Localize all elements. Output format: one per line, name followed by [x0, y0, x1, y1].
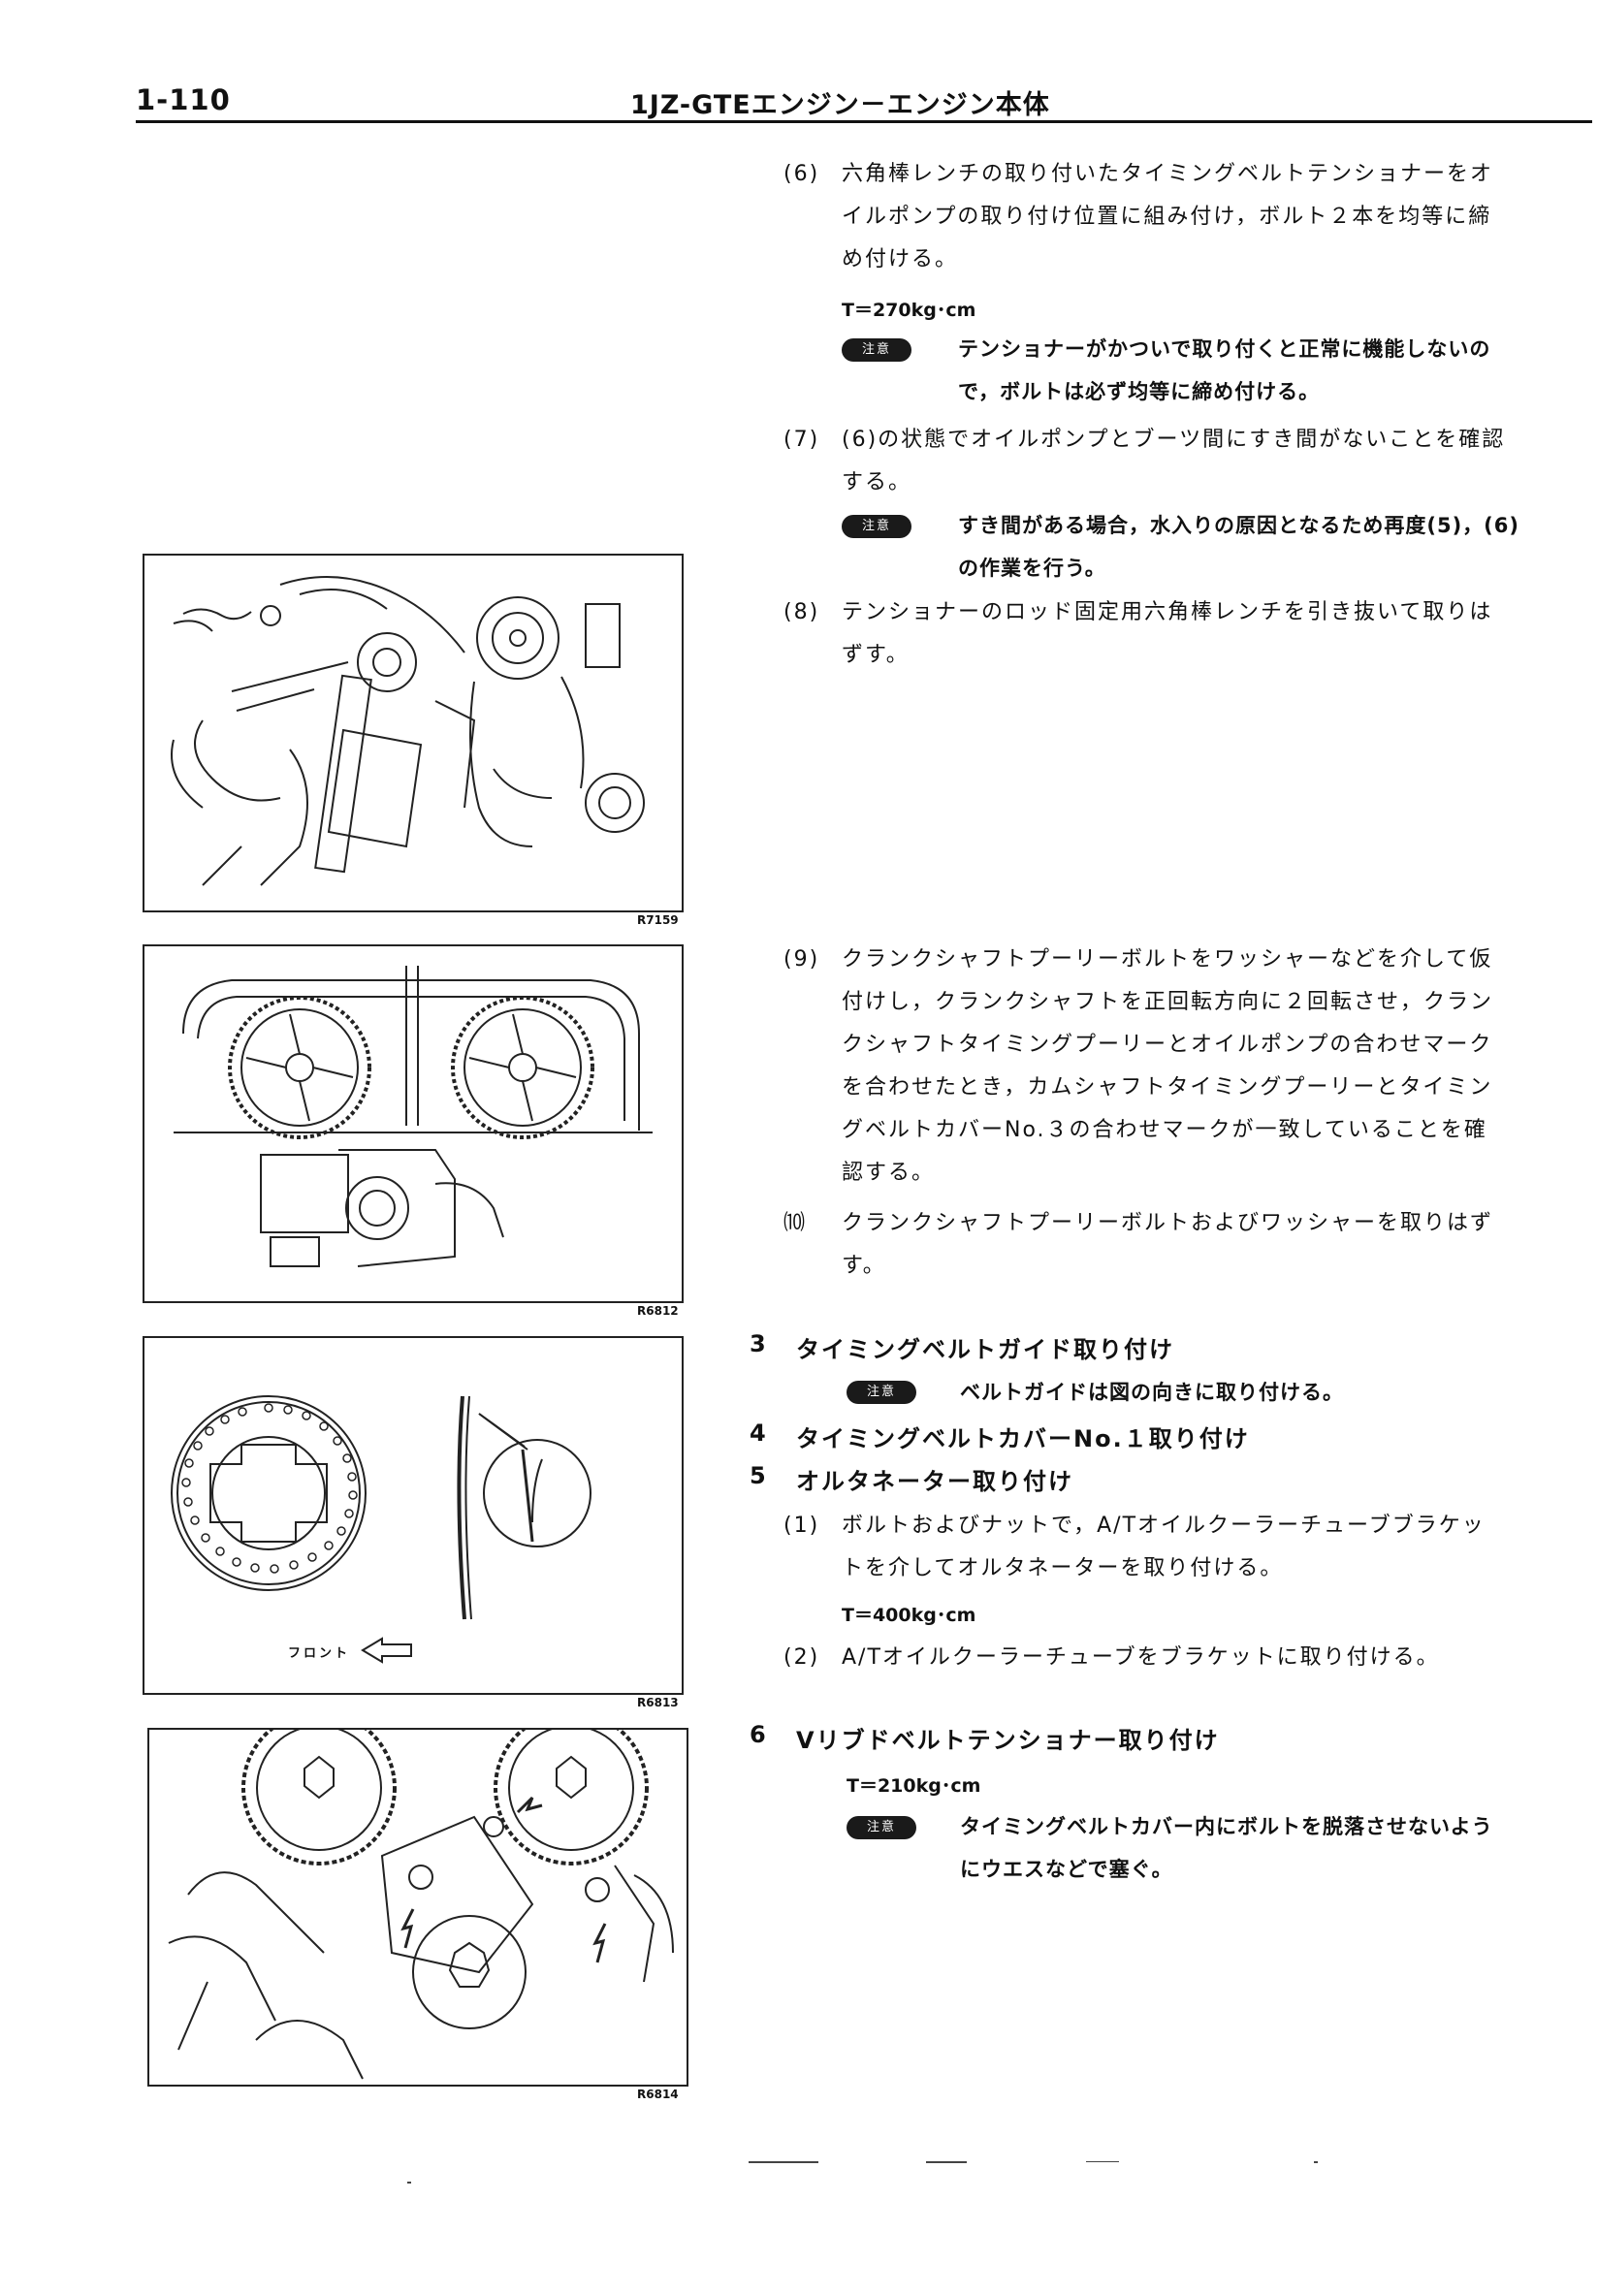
step-line: 付けし，クランクシャフトを正回転方向に２回転させ，クラン	[842, 990, 1494, 1014]
caution-badge-label: 注意	[861, 342, 891, 357]
step-number: (1)	[783, 1514, 820, 1538]
step-line: を合わせたとき，カムシャフトタイミングプーリーとタイミン	[842, 1075, 1493, 1100]
footer-mark	[1086, 2161, 1119, 2162]
step-line: トを介してオルタネーターを取り付ける。	[842, 1556, 1284, 1580]
torque-spec: T＝400kg･cm	[842, 1605, 976, 1626]
step-number: (6)	[783, 162, 820, 186]
caution-badge: 注意	[847, 1816, 916, 1839]
tensioner-install-drawing	[171, 576, 645, 886]
step-line: 六角棒レンチの取り付いたタイミングベルトテンショナーをオ	[842, 162, 1494, 186]
figure-v-belt-tensioner	[147, 1728, 688, 2087]
section-title: オルタネーター取り付け	[796, 1468, 1073, 1495]
step-number: ⑽	[783, 1211, 808, 1235]
step-line: グベルトカバーNo.３の合わせマークが一致していることを確	[842, 1118, 1487, 1142]
caution-badge-label: 注意	[866, 1820, 896, 1834]
header-rule	[136, 120, 1592, 123]
page-title: 1JZ-GTEエンジン－エンジン本体	[630, 90, 1050, 120]
section-number: 6	[750, 1721, 768, 1748]
step-line: テンショナーのロッド固定用六角棒レンチを引き抜いて取りは	[842, 600, 1493, 624]
torque-spec: T＝270kg･cm	[842, 300, 976, 321]
caution-text: テンショナーがかついで取り付くと正常に機能しないの	[958, 337, 1491, 361]
caution-badge: 注意	[847, 1381, 916, 1404]
page-number: 1-110	[136, 83, 231, 116]
step-line: ボルトおよびナットで，A/Tオイルクーラーチューブブラケッ	[842, 1514, 1486, 1538]
step-number: (9)	[783, 947, 820, 972]
page-header: 1-110 1JZ-GTEエンジン－エンジン本体	[136, 83, 1590, 122]
figure-belt-guide: フロント	[143, 1336, 684, 1695]
footer-mark	[749, 2161, 818, 2163]
section-title: タイミングベルトガイド取り付け	[796, 1336, 1174, 1363]
step-line: す。	[842, 1254, 886, 1278]
caution-text: ベルトガイドは図の向きに取り付ける。	[960, 1381, 1344, 1404]
caution-badge-label: 注意	[861, 519, 891, 533]
v-belt-tensioner-drawing	[168, 1730, 674, 2080]
caution-badge: 注意	[842, 338, 911, 362]
section-number: 3	[750, 1330, 768, 1357]
figure-code: R7159	[637, 913, 679, 927]
footer-mark	[1314, 2161, 1318, 2163]
section-title: Vリブドベルトテンショナー取り付け	[796, 1727, 1220, 1754]
step-line: イルポンプの取り付け位置に組み付け，ボルト２本を均等に締	[842, 205, 1492, 229]
figure-code: R6812	[637, 1304, 679, 1318]
step-line: (6)の状態でオイルポンプとブーツ間にすき間がないことを確認	[842, 428, 1506, 452]
figure-tensioner-install	[143, 554, 684, 912]
caution-text: にウエスなどで塞ぐ。	[960, 1858, 1173, 1881]
figure-code: R6813	[637, 1696, 679, 1709]
figure-timing-marks	[143, 944, 684, 1303]
section-number: 4	[750, 1419, 768, 1447]
step-line: クシャフトタイミングプーリーとオイルポンプの合わせマーク	[842, 1033, 1493, 1057]
caution-text: タイミングベルトカバー内にボルトを脱落させないよう	[960, 1815, 1493, 1838]
step-line: A/Tオイルクーラーチューブをブラケットに取り付ける。	[842, 1645, 1440, 1670]
belt-guide-drawing	[171, 1395, 591, 1664]
section-number: 5	[750, 1462, 768, 1489]
footer-mark	[407, 2182, 411, 2184]
caution-badge-label: 注意	[866, 1385, 896, 1399]
caution-badge: 注意	[842, 515, 911, 538]
caution-text: の作業を行う。	[958, 557, 1106, 580]
caution-text: すき間がある場合，水入りの原因となるため再度(5)，(6)	[958, 514, 1519, 537]
step-number: (8)	[783, 600, 820, 624]
caution-text: で，ボルトは必ず均等に締め付ける。	[958, 380, 1321, 403]
footer-mark	[926, 2161, 967, 2163]
step-line: ずす。	[842, 643, 910, 667]
step-number: (7)	[783, 428, 820, 452]
step-number: (2)	[783, 1645, 820, 1670]
section-title: タイミングベルトカバーNo.１取り付け	[796, 1425, 1250, 1452]
torque-spec: T＝210kg･cm	[847, 1775, 981, 1797]
front-label: フロント	[288, 1646, 351, 1661]
step-line: クランクシャフトプーリーボルトおよびワッシャーを取りはず	[842, 1211, 1494, 1235]
figure-code: R6814	[637, 2088, 679, 2101]
step-line: する。	[842, 470, 912, 494]
step-line: 認する。	[842, 1161, 936, 1185]
timing-marks-drawing	[174, 966, 653, 1267]
step-line: クランクシャフトプーリーボルトをワッシャーなどを介して仮	[842, 947, 1493, 972]
step-line: め付ける。	[842, 247, 959, 271]
